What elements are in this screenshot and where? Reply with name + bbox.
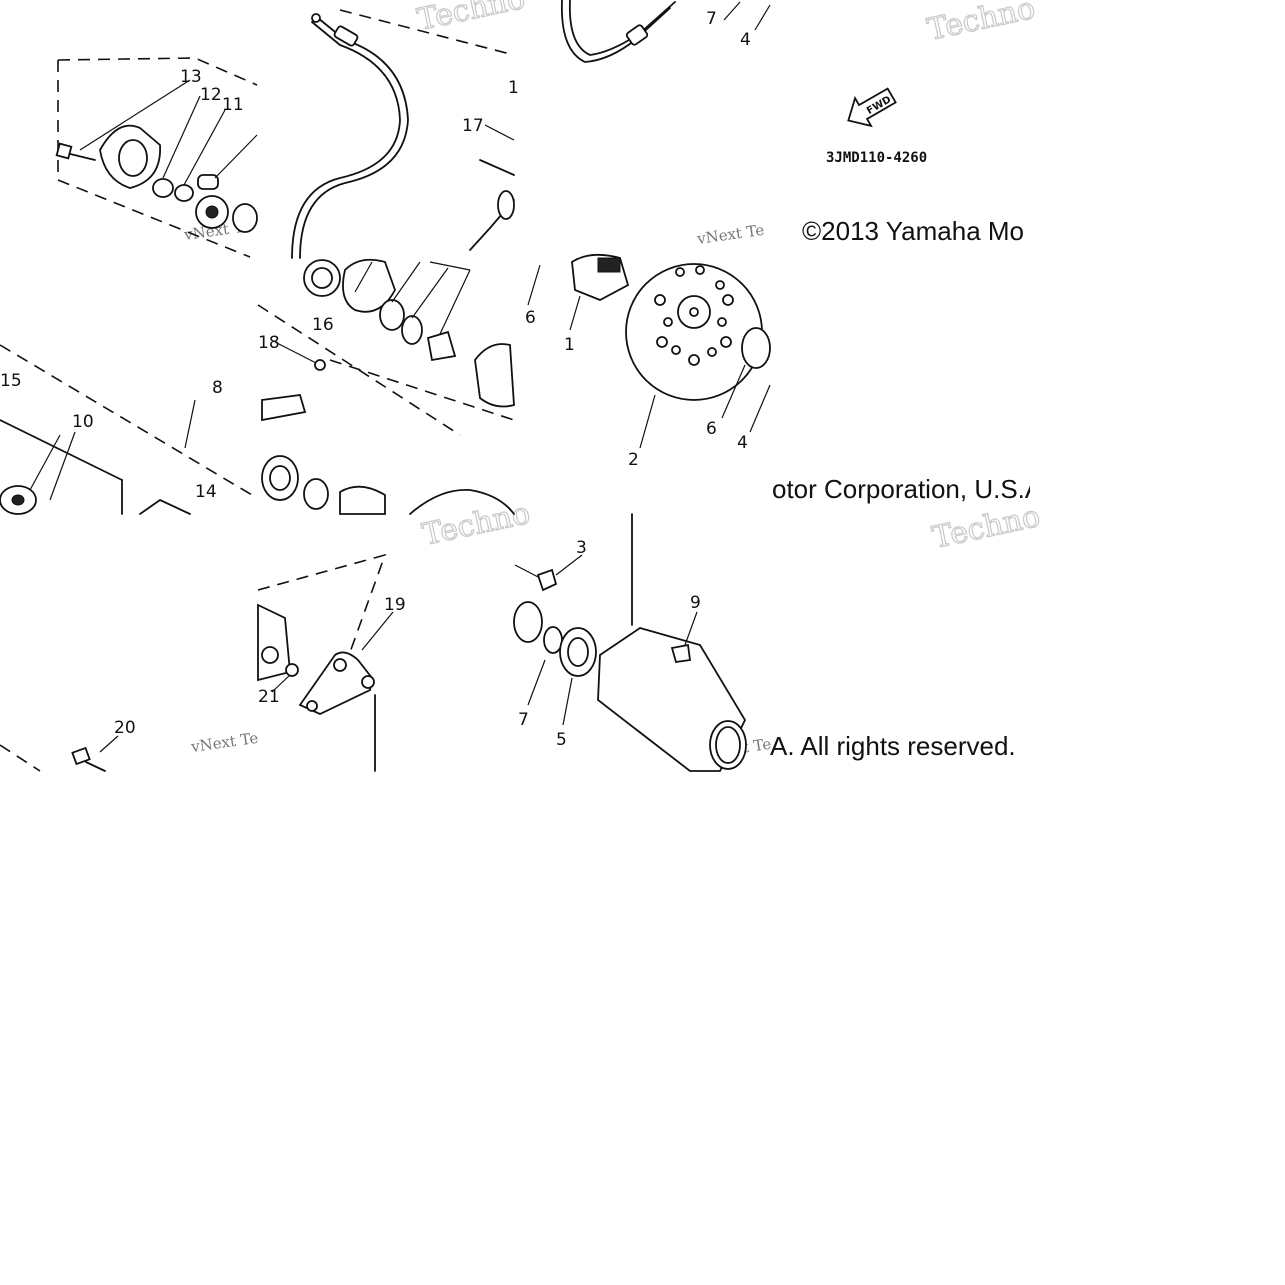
callout-4: 4 xyxy=(740,30,751,50)
callout-10: 10 xyxy=(72,412,94,432)
watermark-text: Techno xyxy=(929,499,1043,556)
callout-3: 3 xyxy=(576,538,587,558)
callout-8: 8 xyxy=(212,378,223,398)
callout-16: 16 xyxy=(312,315,334,335)
callout-5: 5 xyxy=(556,730,567,750)
callout-20: 20 xyxy=(114,718,136,738)
callout-14: 14 xyxy=(195,482,217,502)
tile-middle-right: 6 1 6 4 2 xyxy=(525,253,771,470)
callout-21: 19 xyxy=(384,595,406,615)
callout-1: 1 xyxy=(564,335,575,355)
callout-2: 2 xyxy=(628,450,639,470)
watermark-small: vNext Te xyxy=(695,221,765,248)
copyright-part-3: A. All rights reserved. xyxy=(770,731,1016,761)
callout-7b: 7 xyxy=(518,710,529,730)
tile-top-left: 13 12 11 xyxy=(55,57,258,258)
tile-middle-left: 15 10 8 14 xyxy=(0,344,258,515)
watermark-text: Techno xyxy=(924,0,1038,48)
callout-15: 15 xyxy=(0,371,22,391)
callout-1-partial: 1 xyxy=(508,78,519,98)
callout-4b: 4 xyxy=(737,433,748,453)
callout-11: 11 xyxy=(222,95,244,115)
tile-top-middle: 17 1 xyxy=(291,9,519,259)
fwd-arrow-icon: FWD xyxy=(847,87,897,128)
callout-6: 6 xyxy=(525,308,536,328)
watermark-text: Techno xyxy=(419,496,533,553)
tile-bottom-left: 20 xyxy=(0,718,136,772)
copyright-part-2: otor Corporation, U.S.A xyxy=(772,474,1030,504)
callout-7: 7 xyxy=(706,9,717,29)
tile-bottom-right: 3 9 7 5 xyxy=(513,513,747,772)
tile-top-right: 7 4 FWD 3JMD110-4260 xyxy=(560,0,927,166)
callout-9: 21 xyxy=(258,687,280,707)
watermark-text: Techno xyxy=(414,0,528,38)
callout-17: 17 xyxy=(462,116,484,136)
drawing-code: 3JMD110-4260 xyxy=(826,150,927,166)
callout-13: 13 xyxy=(180,67,202,87)
callout-19: 9 xyxy=(690,593,701,613)
callout-12: 12 xyxy=(200,85,222,105)
tile-center: 16 18 xyxy=(257,258,515,515)
callout-6b: 6 xyxy=(706,419,717,439)
callout-18: 18 xyxy=(258,333,280,353)
copyright-part-1: ©2013 Yamaha Mo xyxy=(802,216,1025,246)
watermark-small: vNext Te xyxy=(189,729,259,756)
tile-bottom-middle: 19 21 xyxy=(257,553,406,772)
